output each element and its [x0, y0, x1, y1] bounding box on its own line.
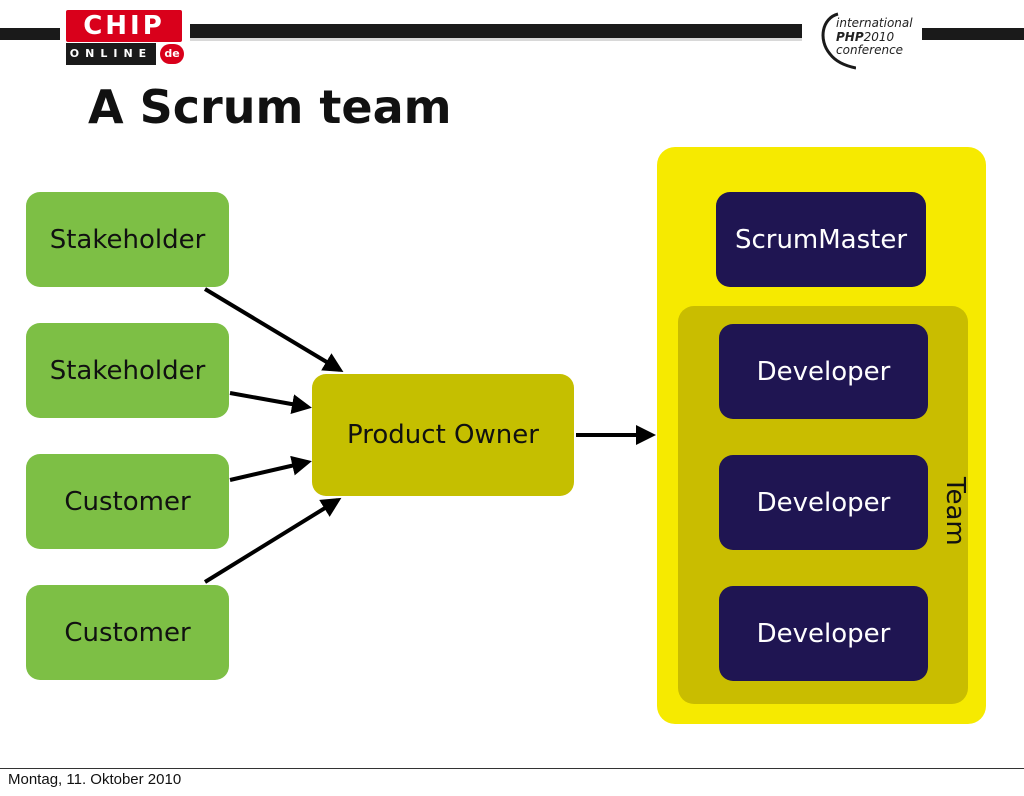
scrum-master-node: ScrumMaster: [716, 192, 926, 287]
conference-year: 2010: [863, 30, 895, 44]
conference-line-1: international: [836, 16, 913, 30]
customer-node-1: Customer: [26, 454, 229, 549]
chip-logo-wordmark: CHIP: [66, 10, 182, 42]
arrow-stakeholder-2-to-product-owner: [229, 391, 312, 415]
stakeholder-node-1: Stakeholder: [26, 192, 229, 287]
developer-node-1: Developer: [719, 324, 928, 419]
chip-logo-online: ONLINE: [66, 43, 156, 65]
slide-title: A Scrum team: [88, 80, 452, 134]
php-conference-logo: international PHP2010 conference: [816, 10, 916, 70]
developer-node-2: Developer: [719, 455, 928, 550]
header-bar-mid-shadow: [190, 38, 802, 41]
header-bar-left: [0, 28, 60, 40]
stakeholder-node-2: Stakeholder: [26, 323, 229, 418]
arrow-customer-1-to-product-owner: [229, 455, 312, 482]
footer-date: Montag, 11. Oktober 2010: [8, 771, 182, 788]
chip-logo-de-badge: de: [160, 44, 184, 64]
conference-line-3: conference: [836, 43, 904, 57]
arrow-stakeholder-1-to-product-owner: [203, 287, 344, 373]
developer-node-3: Developer: [719, 586, 928, 681]
customer-node-2: Customer: [26, 585, 229, 680]
conference-line-2: PHP2010: [836, 30, 894, 44]
conference-php: PHP: [836, 30, 864, 44]
header-bar-mid: [190, 24, 802, 38]
footer-divider: [0, 768, 1024, 769]
conference-swirl-icon: [821, 12, 856, 70]
product-owner-node: Product Owner: [312, 374, 574, 496]
arrow-customer-2-to-product-owner: [203, 497, 342, 584]
chip-online-logo: CHIP ONLINE de: [66, 10, 186, 66]
header-bar-right: [922, 28, 1024, 40]
